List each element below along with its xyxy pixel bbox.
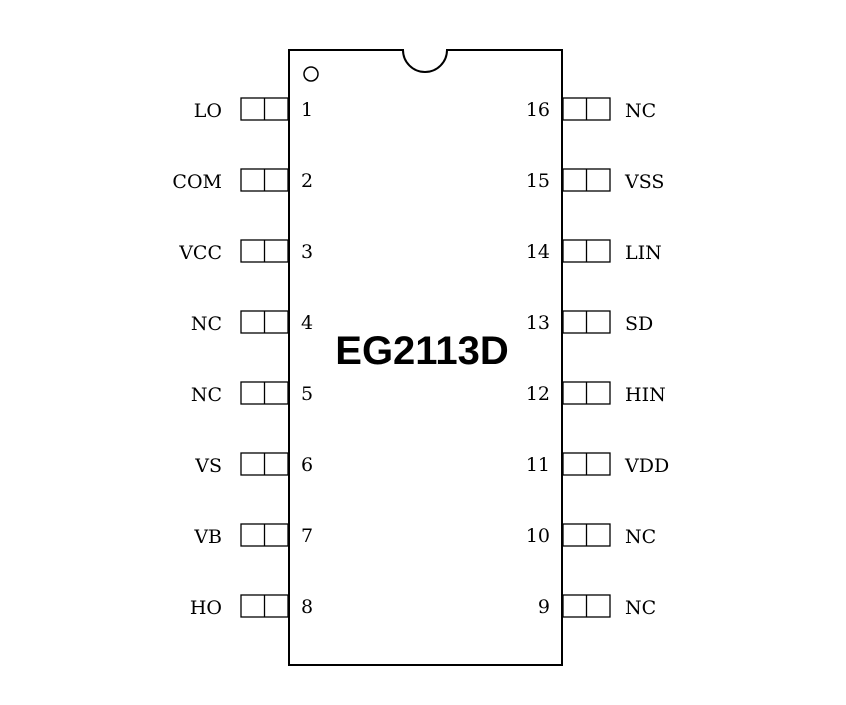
pin-13: 13 SD xyxy=(526,310,653,335)
pin-10: 10 NC xyxy=(526,523,656,548)
pin-number-label: 10 xyxy=(526,525,550,547)
pin-14: 14 LIN xyxy=(526,239,662,264)
pin-name-label: LO xyxy=(194,100,222,122)
pin-2: 2 COM xyxy=(172,168,313,193)
pin-11: 11 VDD xyxy=(526,452,669,477)
pin-number-label: 12 xyxy=(526,383,550,405)
pin-4: 4 NC xyxy=(191,310,313,335)
pin-name-label: HO xyxy=(190,597,222,619)
pin1-marker-dot xyxy=(303,66,319,82)
pin-number-label: 5 xyxy=(301,383,313,405)
pin-number-label: 14 xyxy=(526,241,550,263)
chip-body-outline xyxy=(288,49,563,666)
pin-6: 6 VS xyxy=(194,452,313,477)
pin-number-label: 9 xyxy=(538,596,550,618)
pin-name-label: VB xyxy=(193,526,222,548)
chip-name-label: EG2113D xyxy=(335,329,508,373)
pin-number-label: 4 xyxy=(301,312,313,334)
pin-number-label: 7 xyxy=(301,525,313,547)
pin-name-label: NC xyxy=(625,526,656,548)
pin-name-label: HIN xyxy=(625,384,666,406)
pin-name-label: LIN xyxy=(625,242,662,264)
pin-name-label: NC xyxy=(191,384,222,406)
pin-5: 5 NC xyxy=(191,381,313,406)
pin-number-label: 11 xyxy=(526,454,550,476)
pin-15: 15 VSS xyxy=(526,168,664,193)
pin-8: 8 HO xyxy=(190,594,313,619)
pin-name-label: VS xyxy=(194,455,222,477)
pin-name-label: COM xyxy=(172,171,222,193)
pin-name-label: NC xyxy=(625,597,656,619)
pin-name-label: NC xyxy=(191,313,222,335)
pin-number-label: 6 xyxy=(301,454,313,476)
pin-number-label: 13 xyxy=(526,312,550,334)
pin-number-label: 16 xyxy=(526,99,550,121)
pin-number-label: 8 xyxy=(301,596,313,618)
pin-1: 1 LO xyxy=(194,97,313,122)
pin-number-label: 2 xyxy=(301,170,313,192)
pin-3: 3 VCC xyxy=(178,239,313,264)
pin-16: 16 NC xyxy=(526,97,656,122)
pin-12: 12 HIN xyxy=(526,381,666,406)
pin-number-label: 3 xyxy=(301,241,313,263)
chip-package: EG2113D xyxy=(288,49,563,666)
pin-9: 9 NC xyxy=(538,594,656,619)
pin-number-label: 15 xyxy=(526,170,550,192)
pin-7: 7 VB xyxy=(193,523,313,548)
pin-number-label: 1 xyxy=(301,99,313,121)
pin-name-label: NC xyxy=(625,100,656,122)
pin-name-label: VSS xyxy=(624,171,664,193)
pin-name-label: SD xyxy=(625,313,653,335)
pin-name-label: VDD xyxy=(624,455,669,477)
pin-name-label: VCC xyxy=(178,242,222,264)
